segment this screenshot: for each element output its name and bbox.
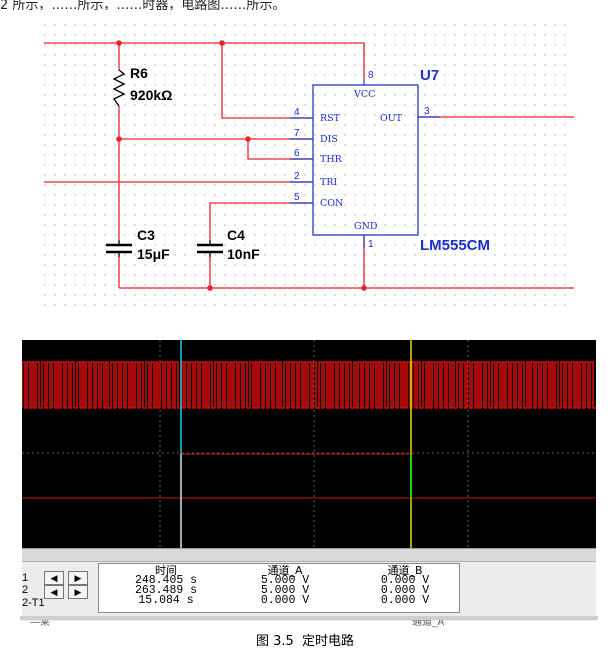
pin-num-rst: 4 [294,107,300,118]
channel-a-trace [22,361,596,409]
readout-col-time: 时间 248.405 s 263.489 s 15.084 s [111,564,221,607]
junction-dots [116,40,367,291]
u7-part: LM555CM [420,237,490,254]
pin-num-tri: 2 [294,171,300,182]
row-label-1: 1 [22,572,29,584]
r6-resistor-symbol [112,69,126,107]
schematic: VCC RST OUT DIS THR TRI CON GND 8 4 7 6 … [44,20,574,310]
cursor1-left-button[interactable]: ◀ [44,571,64,585]
pin-name-gnd: GND [354,221,378,232]
header-fragment: 2 所示，……所示，……时器，电路图……所示。 [0,0,286,10]
readout-table: 时间 248.405 s 263.489 s 15.084 s 通道_A 5.0… [98,563,460,613]
figure-caption: 图 3.5 定时电路 [0,630,610,649]
cursor1-right-button[interactable]: ▶ [68,571,88,585]
col-header-channel-b: 通道_B [387,564,423,577]
row-label-2: 2 [22,584,29,596]
time-value-2: 263.489 s [134,584,198,597]
pin-name-tri: TRI [320,177,337,188]
pin-name-out: OUT [380,113,403,124]
channel-a-value-2: 5.000 V [260,584,310,597]
cursor2-left-button[interactable]: ◀ [44,585,64,599]
c4-ref: C4 [227,227,245,243]
channel-b-value-1: 0.000 V [380,574,430,587]
scroll-strip[interactable] [22,549,596,562]
caption-title: 定时电路 [301,634,354,649]
col-header-channel-a: 通道_A [267,564,303,577]
u7-ref: U7 [420,67,439,84]
time-value-1: 248.405 s [134,574,198,587]
channel-b-value-2: 0.000 V [380,584,430,597]
pin-name-rst: RST [320,113,341,124]
channel-a-value-1: 5.000 V [260,574,310,587]
col-header-time: 时间 [155,564,177,577]
pin-num-thr: 6 [294,148,300,159]
scope-grid [22,340,596,548]
wires [44,42,574,289]
dot-grid [44,20,574,310]
readout-col-channel-a: 通道_A 5.000 V 5.000 V 0.000 V [235,564,335,607]
pin-num-out: 3 [424,106,430,117]
c3-value: 15μF [137,246,170,262]
pin-name-dis: DIS [320,134,338,145]
pin-num-dis: 7 [294,128,300,139]
pin-name-vcc: VCC [353,89,375,100]
time-value-diff: 15.084 s [138,594,194,607]
pin-num-con: 5 [294,192,300,203]
caption-fig-number: 图 3.5 [256,634,294,649]
channel-b-value-diff: 0.000 V [380,594,430,607]
r6-value: 920kΩ [130,87,172,103]
c4-value: 10nF [227,246,260,262]
oscilloscope-display [22,340,596,548]
cut-label-left: —莱 [30,617,50,628]
readout-col-channel-b: 通道_B 0.000 V 0.000 V 0.000 V [355,564,455,607]
cursor2-right-button[interactable]: ▶ [68,585,88,599]
row-label-diff: 2-T1 [22,597,45,609]
panel-bottom-edge [20,616,598,620]
pin-num-gnd: 1 [368,239,374,250]
cut-label-right: 通道_A [412,617,445,628]
pulse-train [22,361,596,409]
ic-body [312,84,419,236]
pin-name-con: CON [320,198,343,209]
r6-ref: R6 [130,65,148,81]
pin-name-thr: THR [320,154,343,165]
pin-num-vcc: 8 [368,70,374,81]
c3-ref: C3 [137,227,155,243]
channel-a-value-diff: 0.000 V [260,594,310,607]
measurement-panel: 1 2 2-T1 ◀ ▶ ◀ ▶ 时间 248.405 s 263.489 s … [22,548,596,628]
